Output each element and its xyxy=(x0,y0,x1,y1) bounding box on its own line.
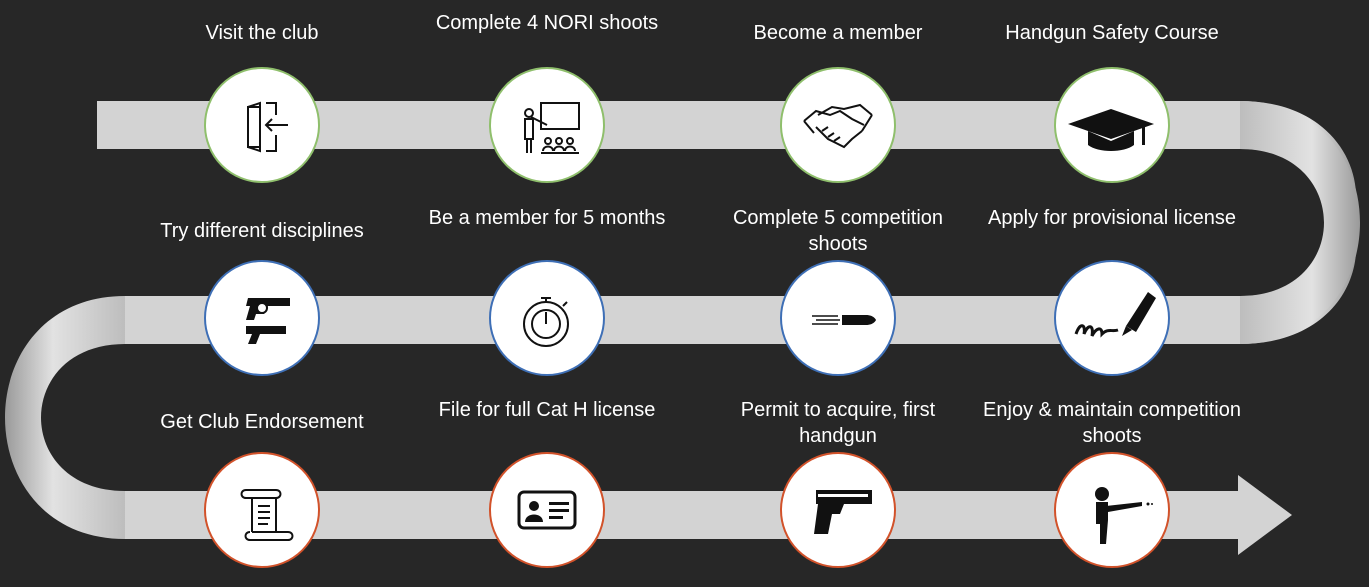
handshake-icon xyxy=(803,103,873,149)
step-label: Be a member for 5 months xyxy=(428,207,666,229)
step-circle xyxy=(1054,67,1170,183)
step-label: Permit to acquire, first handgun xyxy=(740,399,936,447)
handgun-icon xyxy=(814,490,872,534)
pen-signature-icon xyxy=(1074,292,1156,338)
step-label: Visit the club xyxy=(205,22,319,44)
step-label: Handgun Safety Course xyxy=(1005,22,1219,44)
step-label: Try different disciplines xyxy=(160,220,364,242)
path-turn-right-outer xyxy=(1240,101,1360,344)
id-card-icon xyxy=(517,490,577,530)
step-circle xyxy=(1054,260,1170,376)
step-label: File for full Cat H license xyxy=(438,399,656,421)
step-circle xyxy=(489,67,605,183)
step-label: Become a member xyxy=(753,22,923,44)
step-circle xyxy=(489,260,605,376)
step-circle xyxy=(204,260,320,376)
path-arrow-head xyxy=(1238,475,1292,555)
step-circle xyxy=(489,452,605,568)
door-enter-icon xyxy=(247,101,288,153)
step-circle xyxy=(204,452,320,568)
step-circle xyxy=(1054,452,1170,568)
step-label: Get Club Endorsement xyxy=(160,411,364,433)
bullet-icon xyxy=(812,315,876,325)
step-label: Complete 5 competition shoots xyxy=(732,207,944,255)
stopwatch-icon xyxy=(523,297,569,347)
graduation-cap-icon xyxy=(1068,109,1154,151)
step-circle xyxy=(780,67,896,183)
pistols-icon xyxy=(246,298,290,344)
path-turn-left xyxy=(5,296,125,539)
presentation-icon xyxy=(524,102,580,154)
step-circle xyxy=(204,67,320,183)
step-label: Apply for provisional license xyxy=(988,207,1236,229)
step-circle xyxy=(780,260,896,376)
step-label: Complete 4 NORI shoots xyxy=(435,12,659,34)
step-circle xyxy=(780,452,896,568)
step-label: Enjoy & maintain competition shoots xyxy=(983,399,1241,447)
scroll-icon xyxy=(240,489,294,541)
shooter-icon xyxy=(1095,487,1153,544)
